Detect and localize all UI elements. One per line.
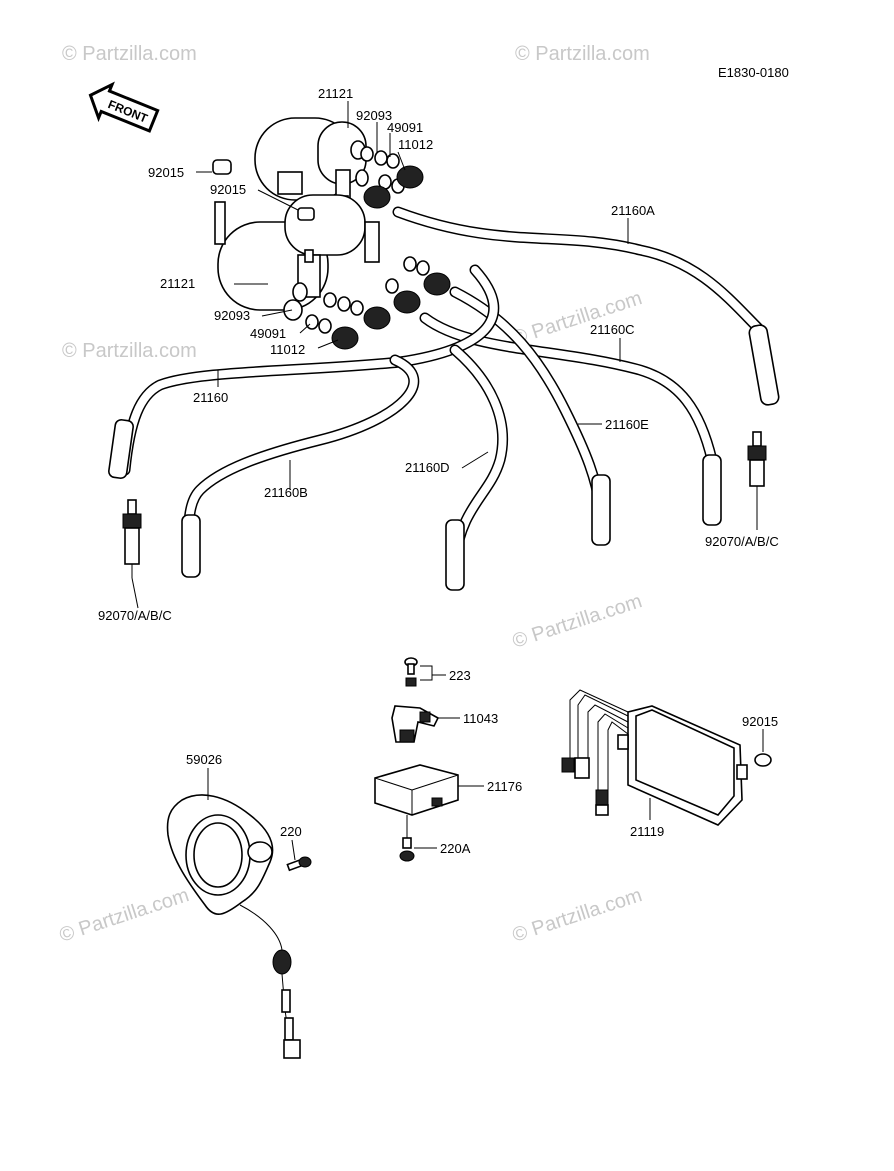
watermark: © Partzilla.com [510,287,645,350]
label-223: 223 [449,668,471,683]
pickup-coil-59026 [166,794,301,1059]
regulator-nut [754,753,772,767]
igniter-21176 [374,764,459,816]
label-21121: 21121 [318,86,353,101]
label-21121: 21121 [160,276,195,291]
label-21160D: 21160D [405,460,450,475]
label-59026: 59026 [186,752,222,767]
label-21160C: 21160C [590,322,635,337]
spark-plug-left [122,499,142,578]
plug-caps [331,165,451,350]
label-21160E: 21160E [605,417,649,432]
label-21160B: 21160B [264,485,308,500]
bracket-11043 [391,705,440,743]
label-92015: 92015 [210,182,246,197]
label-92070: 92070/A/B/C [98,608,172,623]
regulator-21119 [561,689,748,826]
label-11043: 11043 [463,711,498,726]
screw-223 [404,657,418,687]
ht-wire-21160A [392,206,780,406]
diagram-code: E1830-0180 [718,65,789,80]
ignition-coil-upper [254,117,369,215]
ht-wire-21160D [445,344,509,591]
label-21119: 21119 [630,824,664,839]
ht-wire-21160 [108,264,500,479]
watermark: © Partzilla.com [62,340,197,362]
label-220A: 220A [440,841,471,856]
screw-220A [399,815,415,862]
label-92093: 92093 [356,108,392,123]
label-21160A: 21160A [611,203,655,218]
label-21176: 21176 [487,779,522,794]
front-arrow: FRONT [88,81,160,133]
watermark: © Partzilla.com [510,590,645,653]
label-220: 220 [280,824,302,839]
watermark: © Partzilla.com [515,43,650,65]
label-92015: 92015 [148,165,184,180]
label-92015: 92015 [742,714,778,729]
watermark: © Partzilla.com [62,43,197,65]
label-11012: 11012 [398,137,433,152]
label-21160: 21160 [193,390,228,405]
watermark: © Partzilla.com [510,884,645,947]
seal-set-lower [305,278,399,334]
coil-nut [212,159,232,175]
part-labels: 21121 92093 49091 11012 92015 92015 2116… [98,86,779,856]
seal-set-upper [360,146,430,276]
label-11012: 11012 [270,342,305,357]
leader-lines [131,101,764,861]
label-92070: 92070/A/B/C [705,534,779,549]
label-92093: 92093 [214,308,250,323]
coil-nut [297,207,315,221]
watermark: © Partzilla.com [57,884,192,947]
label-49091: 49091 [387,120,423,135]
ht-wire-21160B [181,354,420,578]
label-49091: 49091 [250,326,286,341]
spark-plug-right [747,431,767,498]
screw-220 [286,856,312,872]
